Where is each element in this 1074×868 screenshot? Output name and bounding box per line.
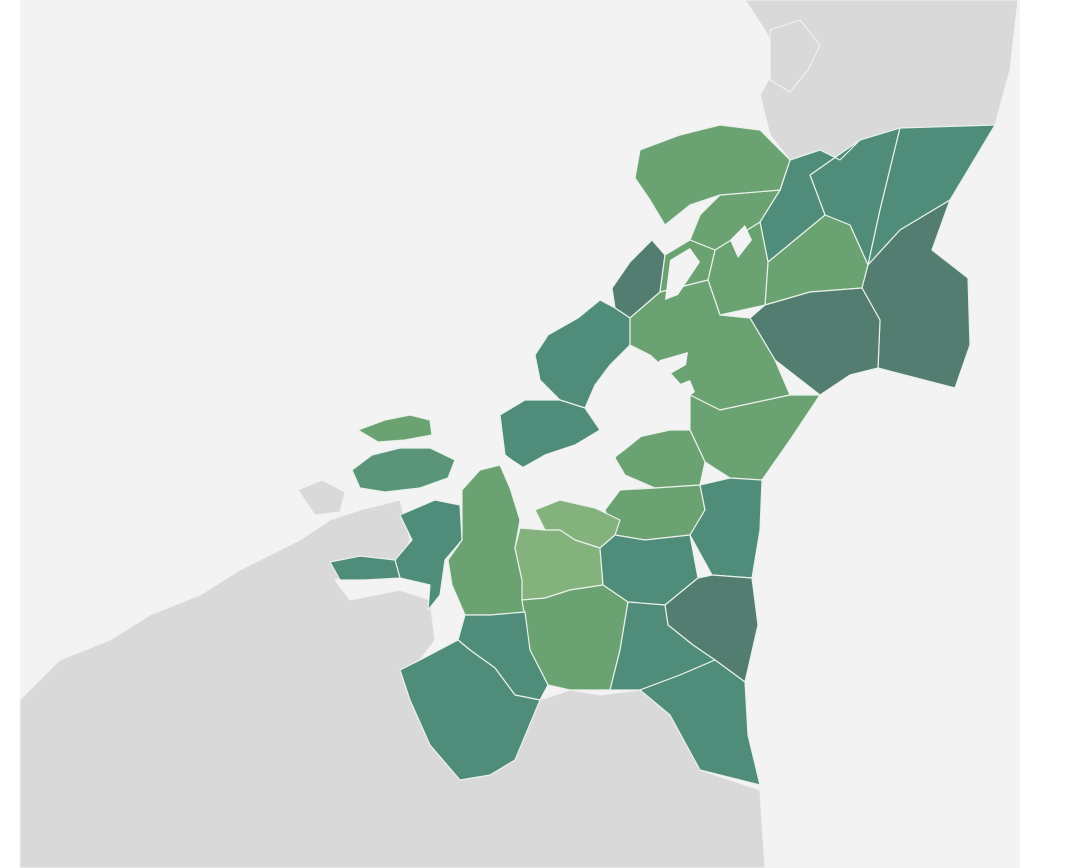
- neighbor-land-islands-north: [769, 19, 821, 93]
- region-coast-peninsula[interactable]: [534, 299, 631, 409]
- fjord-layer: [505, 225, 752, 510]
- region-north-coast-islands[interactable]: [634, 124, 791, 226]
- outside-land-layer: [19, 0, 1019, 868]
- region-south-coast-west[interactable]: [394, 499, 463, 611]
- coastal-sound-mid: [730, 225, 752, 258]
- region-island-west-a[interactable]: [357, 414, 433, 443]
- region-oppdal[interactable]: [399, 639, 541, 781]
- neighbor-land-island-west: [297, 479, 346, 516]
- region-stjordal[interactable]: [604, 484, 706, 541]
- region-peninsula-west[interactable]: [329, 555, 401, 581]
- region-island-west-b[interactable]: [351, 447, 456, 493]
- region-layer: [329, 124, 996, 786]
- trondheimsfjord: [505, 380, 695, 510]
- region-roros[interactable]: [639, 659, 761, 786]
- coastal-sound-north: [665, 248, 700, 300]
- inner-fjord: [640, 352, 688, 385]
